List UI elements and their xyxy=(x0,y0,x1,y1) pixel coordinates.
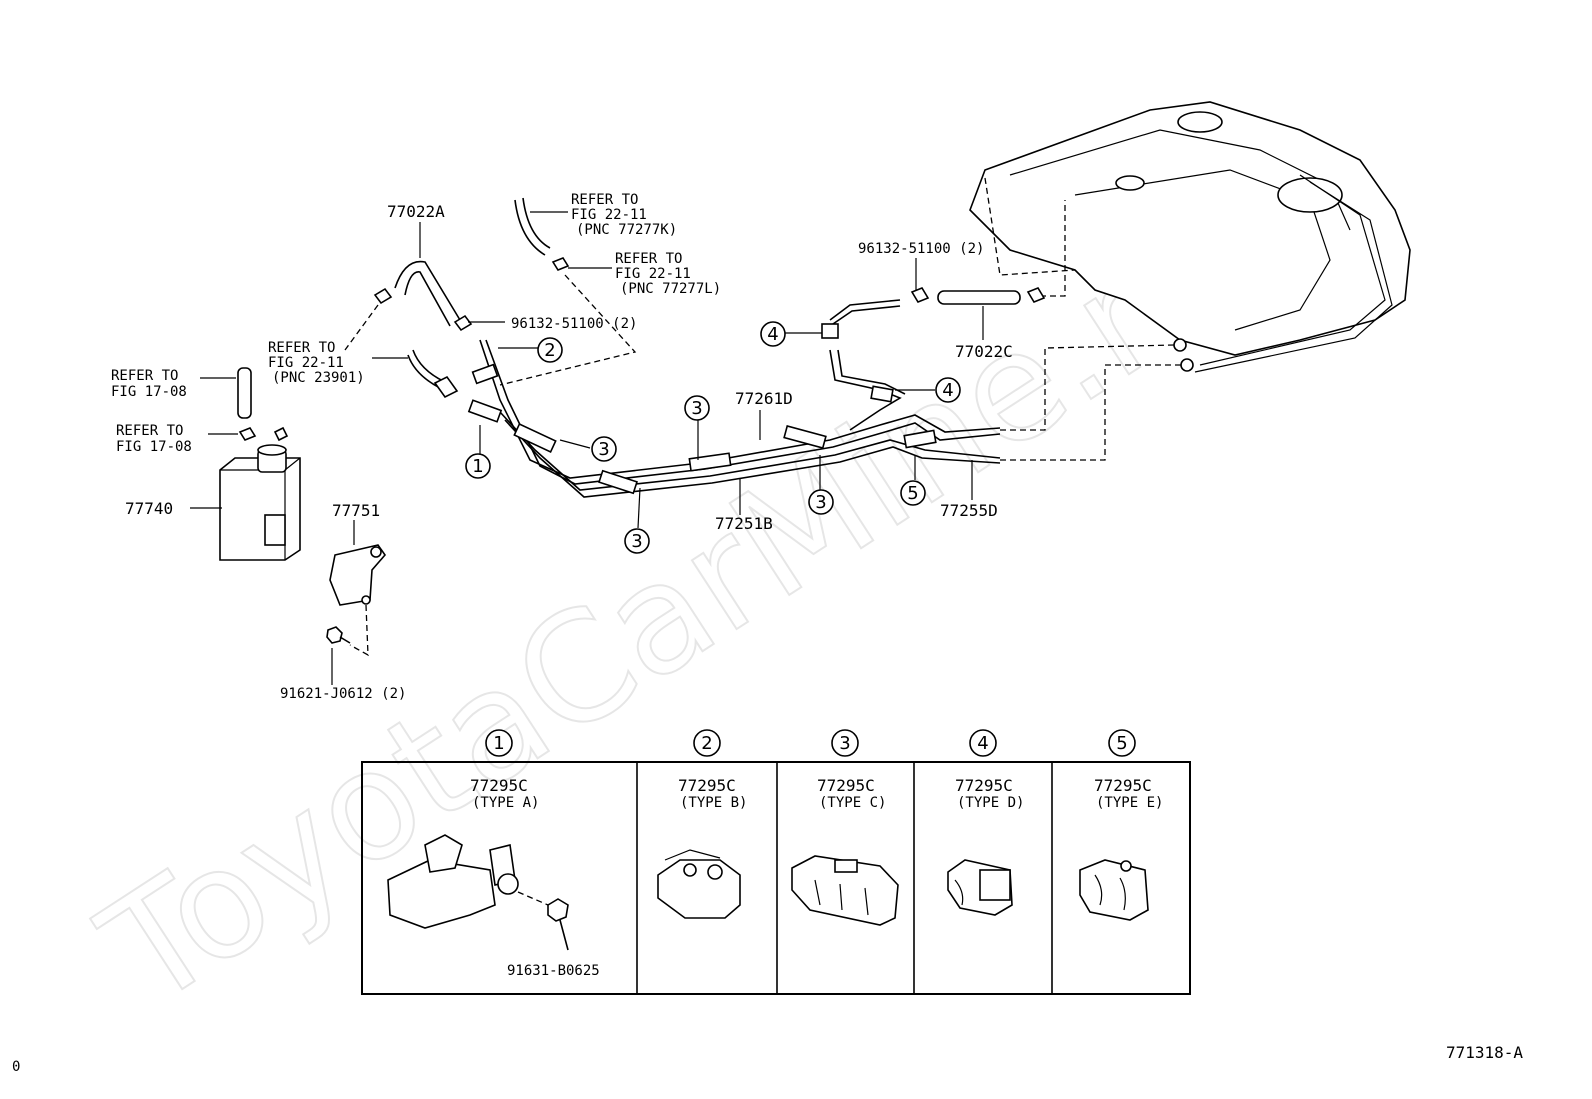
svg-text:REFER TO: REFER TO xyxy=(571,192,638,208)
marker-5: 5 xyxy=(900,480,926,506)
hose-ref-23901 xyxy=(407,349,459,399)
svg-text:(TYPE A): (TYPE A) xyxy=(472,795,539,811)
legend-type-a: 1 77295C (TYPE A) 91631-B0625 xyxy=(387,729,600,979)
legend-type-c: 3 77295C (TYPE C) xyxy=(791,729,899,926)
marker-4b: 4 xyxy=(935,377,961,403)
svg-text:2: 2 xyxy=(544,340,555,361)
svg-text:(TYPE D): (TYPE D) xyxy=(957,795,1024,811)
svg-text:1: 1 xyxy=(493,733,504,754)
leader-lines xyxy=(190,211,984,685)
corner-mark: 0 xyxy=(12,1059,20,1075)
callout-77751: 77751 xyxy=(332,501,380,520)
svg-text:4: 4 xyxy=(942,380,953,401)
ref-note-77277k: REFER TO FIG 22-11 (PNC 77277K) xyxy=(571,192,677,238)
callout-77255d: 77255D xyxy=(940,501,998,520)
callout-77022c: 77022C xyxy=(955,342,1013,361)
marker-4a: 4 xyxy=(760,321,786,347)
svg-text:REFER TO: REFER TO xyxy=(615,251,682,267)
svg-text:3: 3 xyxy=(691,398,702,419)
svg-text:FIG 17-08: FIG 17-08 xyxy=(111,384,187,400)
svg-text:REFER TO: REFER TO xyxy=(116,423,183,439)
figure-id: 771318-A xyxy=(1446,1043,1523,1062)
svg-text:FIG 17-08: FIG 17-08 xyxy=(116,439,192,455)
ref-note-17-08-b: REFER TO FIG 17-08 xyxy=(116,423,192,455)
callout-77740: 77740 xyxy=(125,499,173,518)
bracket-77751 xyxy=(326,544,387,657)
svg-text:FIG 22-11: FIG 22-11 xyxy=(268,355,344,371)
svg-text:4: 4 xyxy=(767,324,778,345)
ref-note-77277l: REFER TO FIG 22-11 (PNC 77277L) xyxy=(615,251,721,297)
callout-77022a: 77022A xyxy=(387,202,445,221)
hose-77022a xyxy=(344,260,473,351)
callout-clip-upper: 96132-51100 (2) xyxy=(511,316,637,332)
svg-text:1: 1 xyxy=(472,456,483,477)
svg-text:3: 3 xyxy=(815,492,826,513)
svg-text:77295C: 77295C xyxy=(470,776,528,795)
svg-text:77295C: 77295C xyxy=(1094,776,1152,795)
svg-text:3: 3 xyxy=(631,531,642,552)
svg-text:5: 5 xyxy=(1116,733,1127,754)
legend-type-d: 4 77295C (TYPE D) xyxy=(947,729,1024,916)
svg-text:FIG 22-11: FIG 22-11 xyxy=(571,207,647,223)
fuel-tank xyxy=(969,101,1411,373)
svg-text:(TYPE E): (TYPE E) xyxy=(1096,795,1163,811)
svg-text:77295C: 77295C xyxy=(678,776,736,795)
svg-text:3: 3 xyxy=(598,439,609,460)
hose-77022c xyxy=(910,287,1046,305)
svg-text:77295C: 77295C xyxy=(955,776,1013,795)
svg-text:(PNC 77277K): (PNC 77277K) xyxy=(576,222,677,238)
legend-type-b: 2 77295C (TYPE B) xyxy=(657,729,747,919)
svg-text:(TYPE B): (TYPE B) xyxy=(680,795,747,811)
callout-clip-right: 96132-51100 (2) xyxy=(858,241,984,257)
svg-text:REFER TO: REFER TO xyxy=(268,340,335,356)
svg-text:(PNC 77277L): (PNC 77277L) xyxy=(620,281,721,297)
svg-text:3: 3 xyxy=(839,733,850,754)
callout-77251b: 77251B xyxy=(715,514,773,533)
ref-note-23901: REFER TO FIG 22-11 (PNC 23901) xyxy=(268,340,365,386)
hose-ref-77277k xyxy=(499,197,637,386)
marker-3b: 3 xyxy=(684,395,710,421)
svg-text:5: 5 xyxy=(907,483,918,504)
ref-note-17-08-a: REFER TO FIG 17-08 xyxy=(111,368,187,400)
marker-1: 1 xyxy=(465,453,491,479)
callout-91631-b0625: 91631-B0625 xyxy=(507,963,600,979)
svg-text:(PNC 23901): (PNC 23901) xyxy=(272,370,365,386)
callout-bolt-bracket: 91621-J0612 (2) xyxy=(280,686,406,702)
legend-type-e: 5 77295C (TYPE E) xyxy=(1079,729,1163,921)
marker-2: 2 xyxy=(537,337,563,363)
charcoal-canister xyxy=(219,444,301,561)
svg-text:(TYPE C): (TYPE C) xyxy=(819,795,886,811)
callout-77261d: 77261D xyxy=(735,389,793,408)
marker-3d: 3 xyxy=(808,489,834,515)
svg-text:FIG 22-11: FIG 22-11 xyxy=(615,266,691,282)
clamp-markers: 1 2 3 3 3 3 4 4 5 xyxy=(465,321,961,554)
tube-clamps xyxy=(467,323,937,495)
svg-text:4: 4 xyxy=(977,733,988,754)
svg-text:REFER TO: REFER TO xyxy=(111,368,178,384)
marker-3a: 3 xyxy=(591,436,617,462)
svg-text:2: 2 xyxy=(701,733,712,754)
svg-text:77295C: 77295C xyxy=(817,776,875,795)
hose-17-08 xyxy=(237,367,289,442)
marker-3c: 3 xyxy=(624,528,650,554)
clamp-type-legend: 1 77295C (TYPE A) 91631-B0625 2 77295C (… xyxy=(361,729,1191,995)
